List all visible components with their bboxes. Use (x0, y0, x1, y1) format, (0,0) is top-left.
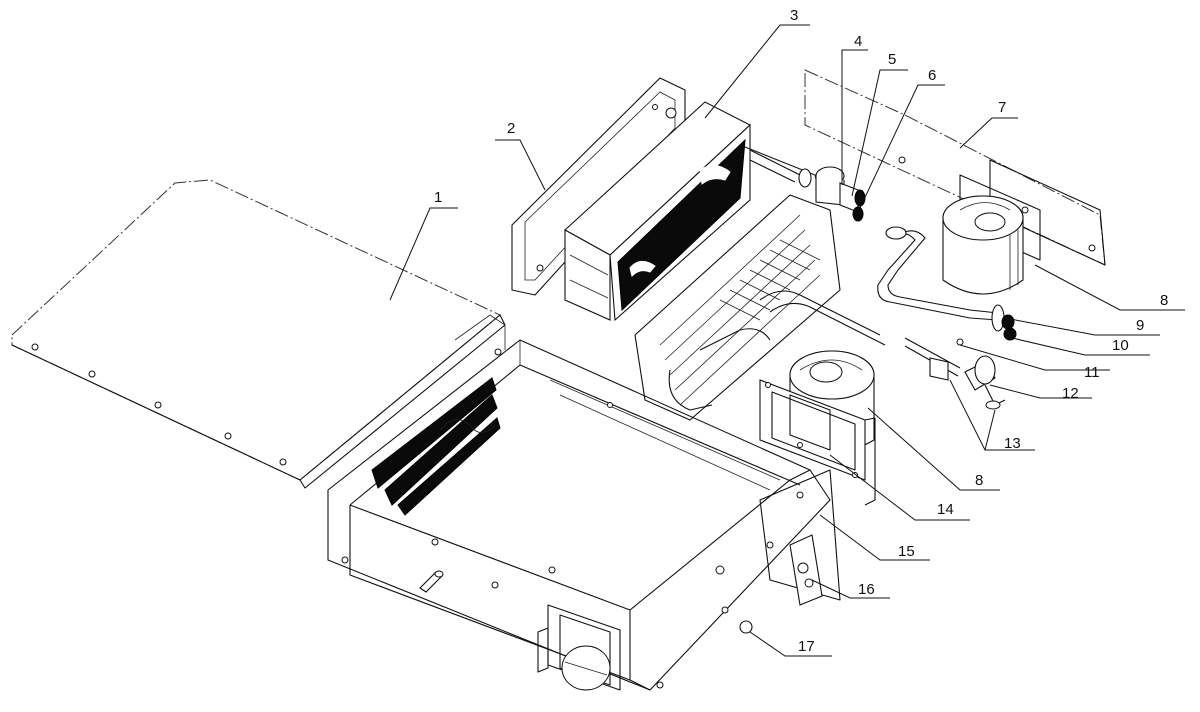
part-15-housing (327, 339, 841, 691)
callout-14: 14 (937, 501, 954, 518)
callout-1: 1 (434, 189, 442, 206)
callout-13: 13 (1004, 435, 1021, 452)
callout-15: 15 (898, 543, 915, 560)
callout-9: 9 (1136, 317, 1144, 334)
part-16-plate (789, 534, 823, 606)
callout-8-upper: 8 (1160, 292, 1168, 309)
callout-7: 7 (998, 99, 1006, 116)
callout-labels: 1 2 3 4 5 6 7 8 9 10 11 12 13 8 14 15 16… (434, 7, 1168, 655)
callout-11: 11 (1084, 364, 1100, 381)
callout-16: 16 (858, 581, 875, 598)
callout-3: 3 (790, 7, 798, 24)
heater-core-fins (634, 194, 886, 421)
callout-8-lower: 8 (975, 472, 983, 489)
part-1-cover-plate (11, 179, 506, 489)
callout-10: 10 (1112, 337, 1129, 354)
part-3-radiator (564, 101, 801, 322)
lower-fittings (904, 337, 1006, 410)
callout-6: 6 (928, 67, 936, 84)
callout-12: 12 (1062, 385, 1079, 402)
part-8-blower-upper (942, 174, 1041, 295)
part-7-rear-plate (804, 69, 1106, 266)
part-17-plug (739, 620, 753, 634)
callout-5: 5 (888, 51, 896, 68)
callout-2: 2 (507, 120, 515, 137)
hose-assembly (877, 226, 1017, 341)
valve-and-fittings (739, 144, 866, 222)
callout-17: 17 (798, 638, 815, 655)
callout-4: 4 (854, 33, 862, 50)
callout-leaders (389, 24, 1185, 657)
